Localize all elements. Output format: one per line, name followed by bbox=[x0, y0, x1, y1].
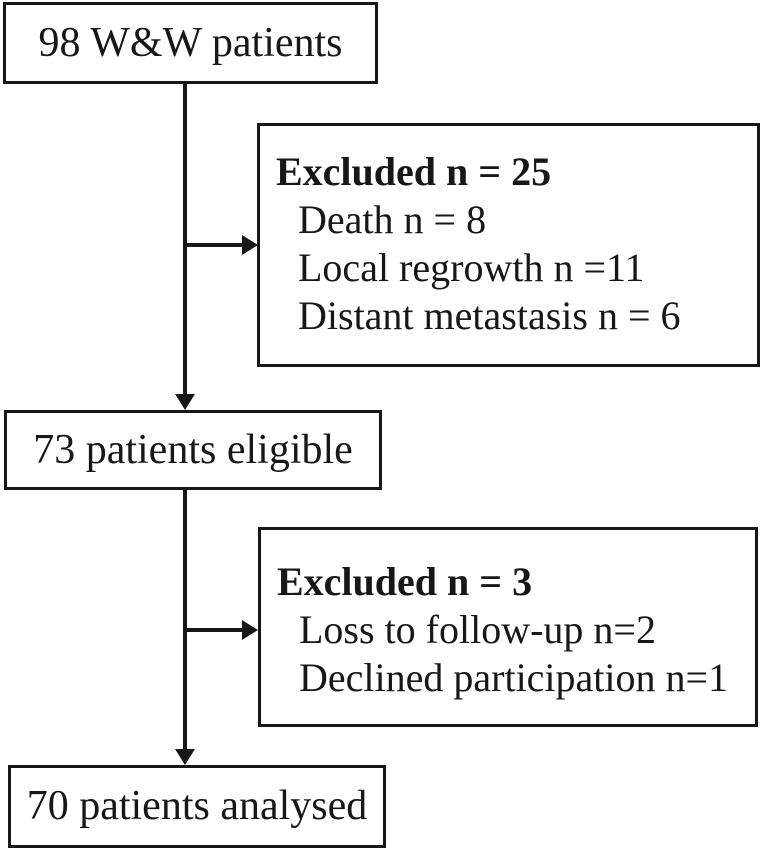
arrowhead-right-to-excluded2-icon bbox=[242, 620, 258, 640]
connector-top-to-eligible-line bbox=[183, 84, 187, 394]
excluded-2-item-followup: Loss to follow-up n=2 bbox=[299, 607, 656, 652]
node-patients-eligible-label: 73 patients eligible bbox=[33, 426, 353, 473]
arrowhead-down-to-analysed-icon bbox=[175, 749, 195, 765]
branch-to-excluded1-line bbox=[183, 243, 242, 247]
node-patients-analysed-label: 70 patients analysed bbox=[26, 783, 368, 830]
node-excluded-2: Excluded n = 3 Loss to follow-up n=2 Dec… bbox=[258, 527, 758, 727]
node-ww-patients: 98 W&W patients bbox=[3, 2, 378, 84]
excluded-1-item-regrowth: Local regrowth n =11 bbox=[298, 245, 645, 290]
excluded-2-title: Excluded n = 3 bbox=[277, 559, 533, 604]
node-patients-eligible: 73 patients eligible bbox=[4, 410, 382, 490]
node-patients-analysed: 70 patients analysed bbox=[8, 765, 386, 848]
excluded-2-item-declined: Declined participation n=1 bbox=[299, 655, 729, 700]
arrowhead-right-to-excluded1-icon bbox=[242, 235, 258, 255]
excluded-1-item-metastasis: Distant metastasis n = 6 bbox=[298, 293, 681, 338]
node-excluded-1: Excluded n = 25 Death n = 8 Local regrow… bbox=[257, 123, 760, 367]
branch-to-excluded2-line bbox=[183, 628, 242, 632]
connector-eligible-to-analysed-line bbox=[183, 490, 187, 749]
excluded-1-title: Excluded n = 25 bbox=[276, 149, 552, 194]
arrowhead-down-to-eligible-icon bbox=[175, 394, 195, 410]
node-ww-patients-label: 98 W&W patients bbox=[38, 19, 343, 66]
excluded-1-item-death: Death n = 8 bbox=[298, 197, 487, 242]
